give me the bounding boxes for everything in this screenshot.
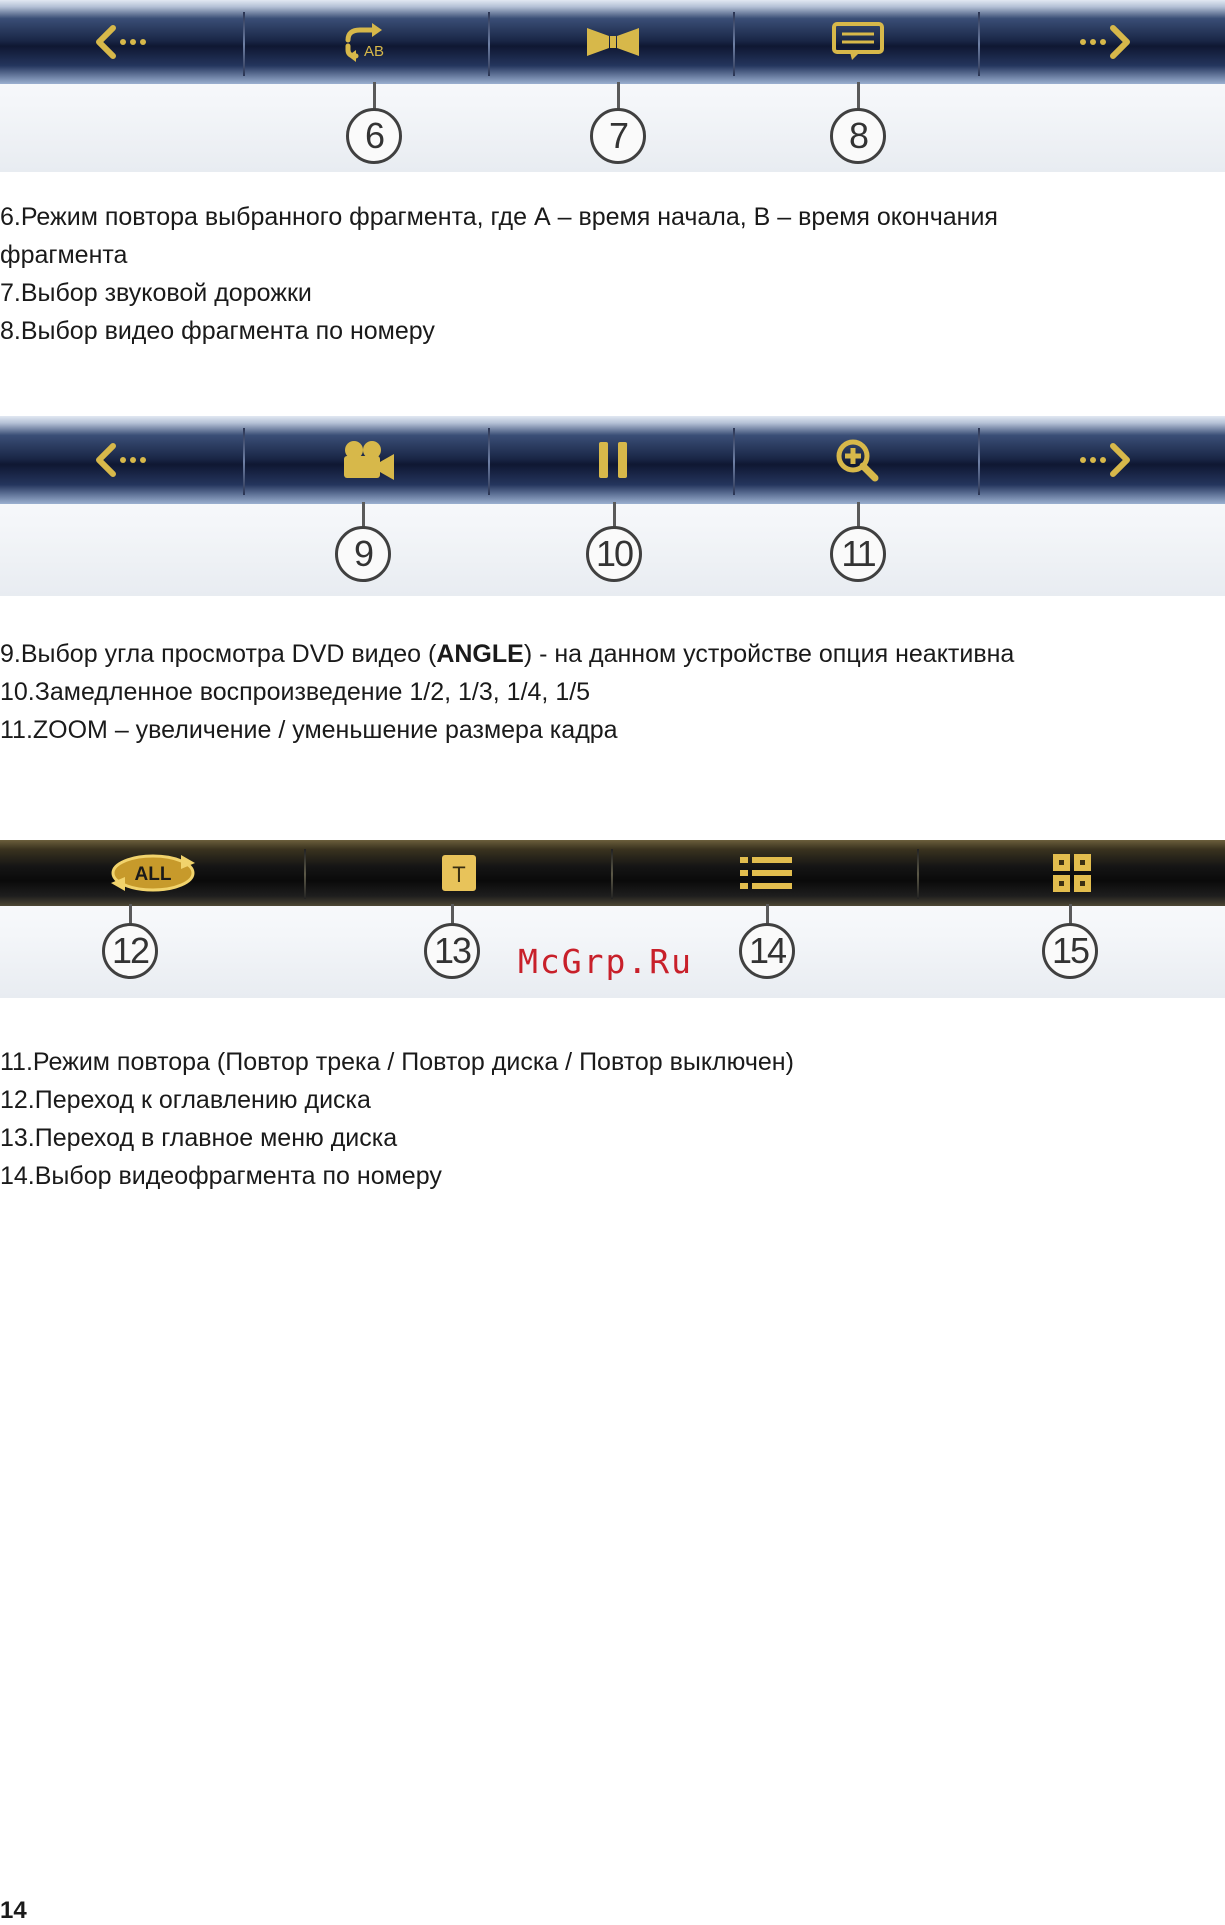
video-camera-icon [343,441,394,480]
toolbar-figure-2: 9 10 11 [0,414,1225,596]
player-toolbar: AB [0,0,1225,84]
next-page-button[interactable] [980,416,1225,504]
callout-9: 9 [335,526,391,582]
toolbar-figure-3: ALL T [0,838,1225,998]
repeat-all-icon: ALL [111,854,196,892]
slow-play-button[interactable] [490,416,735,504]
callout-15: 15 [1042,923,1098,979]
callout-10: 10 [586,526,642,582]
grid-icon [1052,854,1091,892]
callout-8: 8 [830,108,886,164]
description-line: 7.Выбор звуковой дорожки [0,279,312,307]
description-line: 11.ZOOM – увеличение / уменьшение размер… [0,716,618,744]
angle-button[interactable] [245,416,490,504]
svg-text:AB: AB [364,43,384,60]
svg-text:T: T [453,862,466,887]
description-line: 11.Режим повтора (Повтор трека / Повтор … [0,1048,794,1076]
list-menu-icon [739,857,792,889]
description-line: 6.Режим повтора выбранного фрагмента, гд… [0,203,998,231]
subtitle-icon [831,22,884,60]
audio-track-icon [586,28,639,56]
prev-page-button[interactable] [0,0,245,84]
description-block-1: 6.Режим повтора выбранного фрагмента, гд… [0,198,1200,350]
player-toolbar [0,416,1225,504]
description-line: 8.Выбор видео фрагмента по номеру [0,317,435,345]
callout-7: 7 [590,108,646,164]
toolbar-figure-1: AB [0,0,1225,172]
chapter-select-button[interactable] [735,0,980,84]
callout-6: 6 [346,108,402,164]
repeat-ab-button[interactable]: AB [245,0,490,84]
callout-14: 14 [739,923,795,979]
prev-page-button[interactable] [0,416,245,504]
description-block-2: 9.Выбор угла просмотра DVD видео (ANGLE)… [0,635,1200,749]
description-line: 9.Выбор угла просмотра DVD видео (ANGLE)… [0,640,1015,668]
watermark: McGrp.Ru [518,942,693,981]
disc-menu-button[interactable] [613,840,919,906]
zoom-in-icon [836,439,878,482]
zoom-button[interactable] [735,416,980,504]
repeat-mode-button[interactable]: ALL [0,840,307,906]
page-number: 14 [0,1897,27,1924]
angle-label: ANGLE [436,640,524,668]
description-line: фрагмента [0,241,128,269]
description-line: 13.Переход в главное меню диска [0,1124,398,1152]
callout-11: 11 [830,526,886,582]
repeat-ab-icon: AB [345,23,384,62]
callout-13: 13 [424,923,480,979]
title-menu-icon: T [442,855,477,891]
description-line: 14.Выбор видеофрагмента по номеру [0,1162,442,1190]
player-toolbar: ALL T [0,840,1225,906]
pause-icon [598,442,627,478]
audio-track-button[interactable] [490,0,735,84]
description-line: 12.Переход к оглавлению диска [0,1086,371,1114]
title-number-button[interactable] [919,840,1225,906]
disc-title-button[interactable]: T [306,840,613,906]
next-page-button[interactable] [980,0,1225,84]
svg-text:ALL: ALL [135,864,172,885]
arrow-right-icon [1079,443,1130,477]
description-line: 10.Замедленное воспроизведение 1/2, 1/3,… [0,678,591,706]
arrow-left-icon [95,443,146,477]
arrow-right-icon [1079,25,1130,59]
description-block-3: 11.Режим повтора (Повтор трека / Повтор … [0,1043,1200,1195]
callout-12: 12 [102,923,158,979]
arrow-left-icon [95,25,146,59]
